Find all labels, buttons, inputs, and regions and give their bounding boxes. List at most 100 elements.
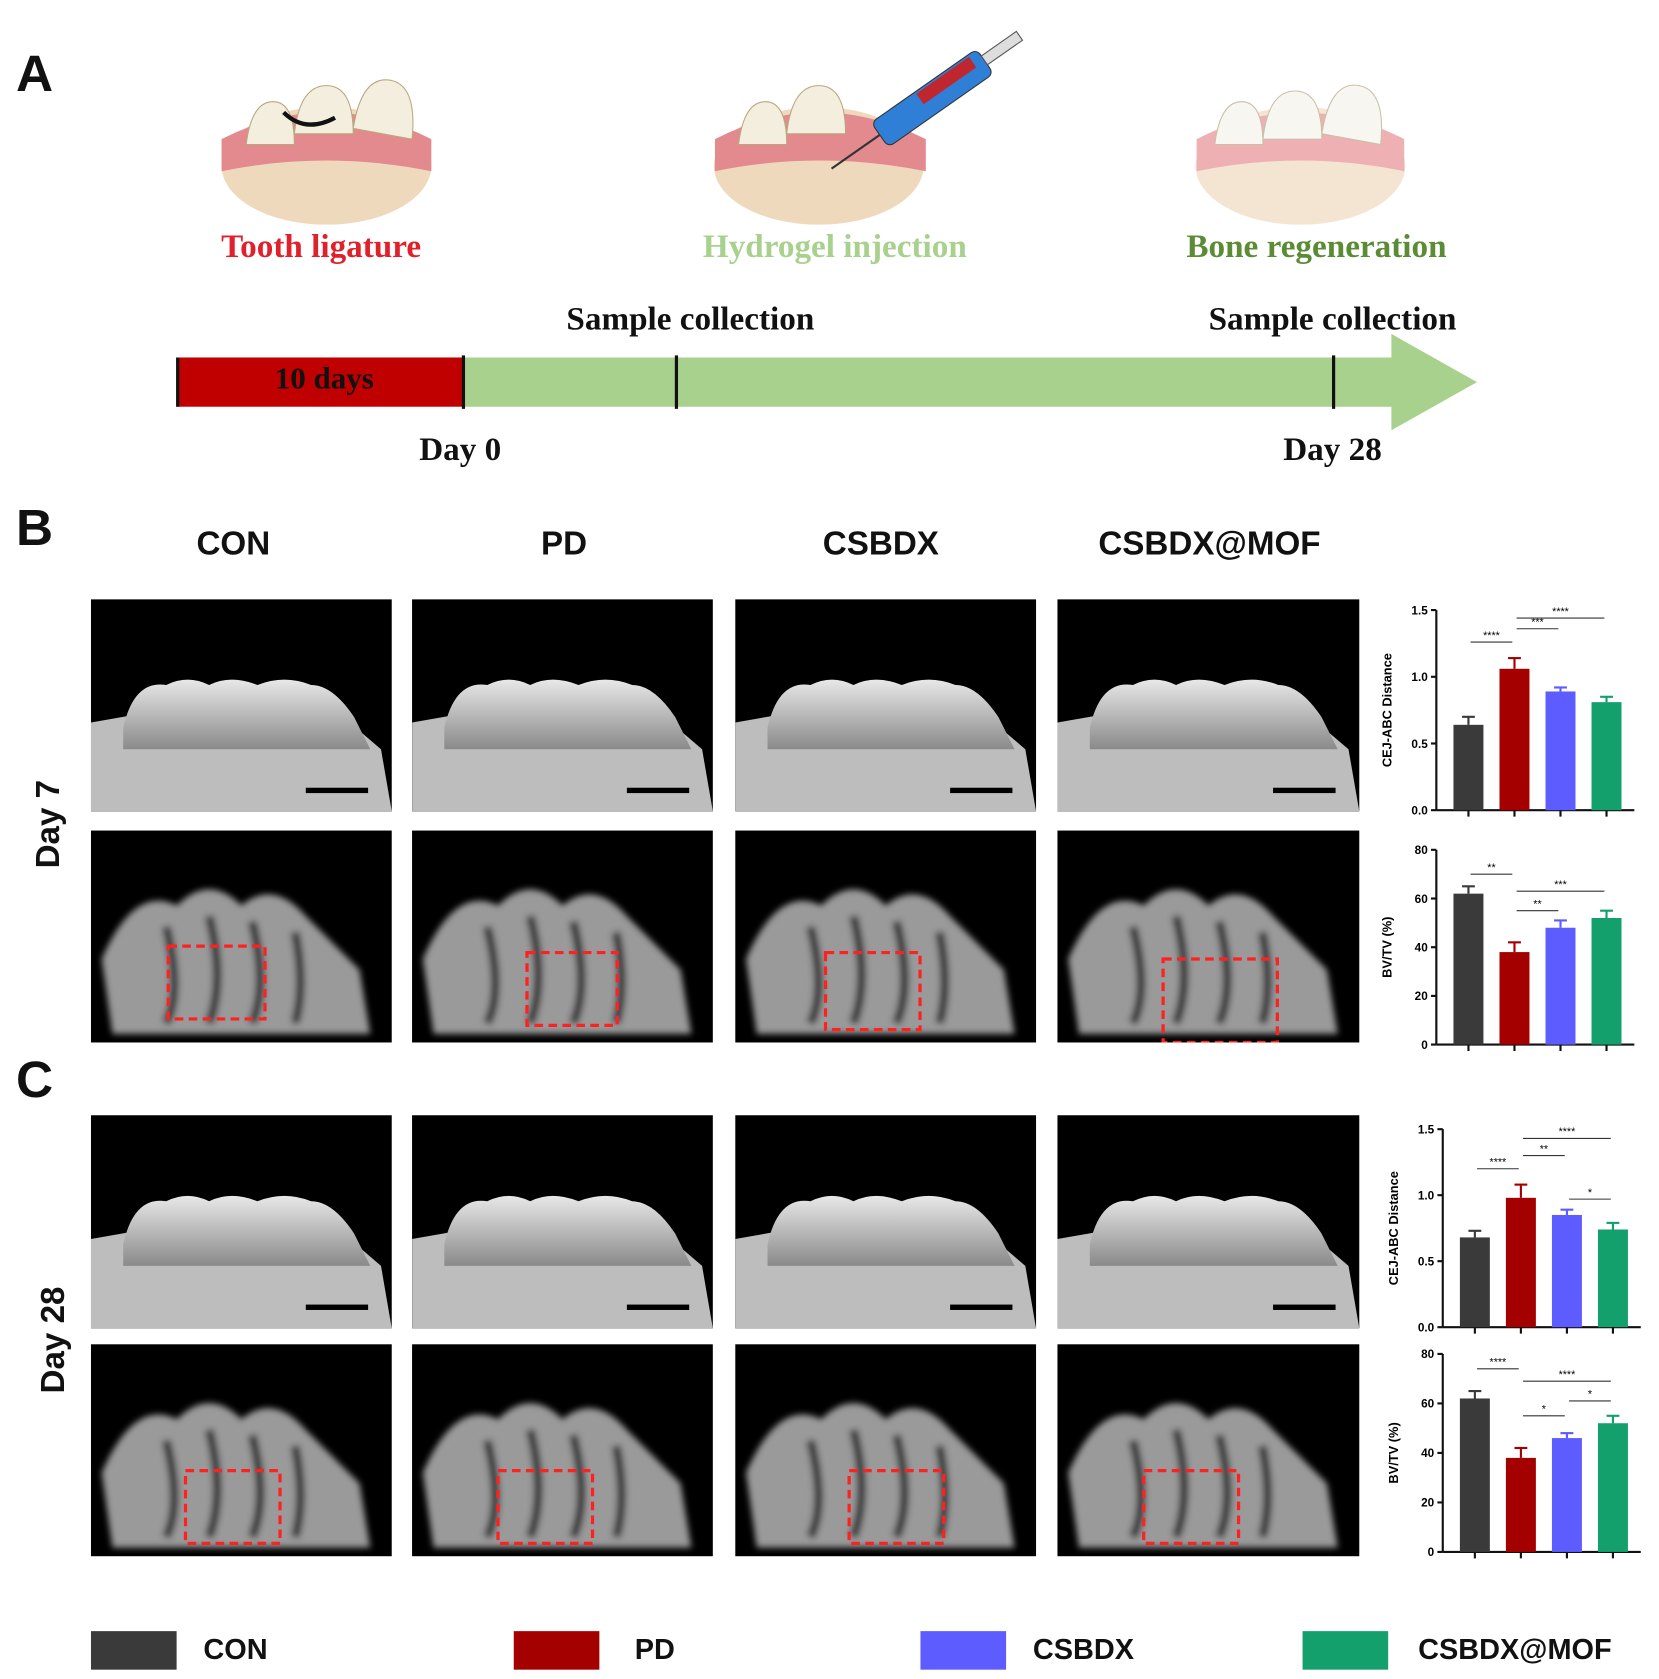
tooth-ligature-illustration [221, 79, 432, 225]
y-tick-label: 1.5 [1411, 604, 1428, 617]
y-tick-label: 60 [1421, 1398, 1435, 1411]
micro-ct-3d-day7-csbdx [735, 599, 1037, 812]
y-tick-label: 40 [1421, 1447, 1435, 1460]
legend-swatch-csbdx-mof [1302, 1631, 1389, 1670]
micro-ct-2d-day28-con [90, 1344, 392, 1557]
day0-label: Day 0 [419, 430, 502, 468]
legend-swatch-csbdx [920, 1631, 1007, 1670]
significance-label: * [1588, 1187, 1592, 1199]
treatment-period-arrow [463, 333, 1478, 431]
scale-bar [305, 1304, 369, 1310]
bar-con [1453, 893, 1484, 1045]
significance-label: **** [1483, 630, 1500, 642]
significance-label: ** [1487, 862, 1495, 874]
column-header-csbdx-mof: CSBDX@MOF [1098, 524, 1321, 562]
bar-con [1459, 1398, 1490, 1552]
y-tick-label: 20 [1415, 990, 1429, 1003]
bone-regeneration-illustration [1195, 84, 1406, 225]
y-tick-label: 0 [1421, 1039, 1428, 1052]
region-of-interest-box [183, 1468, 282, 1545]
y-tick-label: 1.0 [1418, 1189, 1435, 1202]
bar-pd [1505, 1457, 1536, 1552]
bar-con [1459, 1237, 1490, 1328]
significance-label: *** [1531, 617, 1543, 629]
y-tick-label: 80 [1421, 1348, 1435, 1361]
scale-bar [950, 1304, 1013, 1310]
sample-collection-label-2: Sample collection [1208, 299, 1457, 338]
significance-label: * [1542, 1404, 1546, 1416]
significance-label: **** [1559, 1369, 1576, 1381]
region-of-interest-box [525, 950, 619, 1027]
step-label-bone-regeneration: Bone regeneration [1186, 226, 1447, 265]
step-label-hydrogel-injection: Hydrogel injection [702, 226, 967, 265]
y-axis-label: CEJ-ABC Distance [1386, 1171, 1401, 1285]
bar-csbdx [1545, 927, 1576, 1045]
y-tick-label: 40 [1415, 941, 1429, 954]
row-label-day28: Day 28 [34, 1286, 72, 1394]
bar-pd [1505, 1197, 1536, 1328]
ligature-period-bar [176, 357, 464, 407]
micro-ct-3d-day28-csbdx-mof [1057, 1115, 1360, 1329]
bar-csbdx-mof [1591, 917, 1622, 1045]
panel-label-b: B [16, 499, 54, 557]
y-tick-label: 80 [1415, 844, 1429, 857]
syringe-icon [830, 30, 1024, 170]
bar-csbdx-mof [1597, 1229, 1628, 1328]
scale-bar [305, 787, 369, 794]
bar-csbdx-mof [1597, 1423, 1628, 1552]
bar-csbdx [1545, 691, 1576, 811]
y-tick-label: 60 [1415, 893, 1429, 906]
column-header-pd: PD [540, 524, 588, 562]
legend-swatch-pd [513, 1631, 600, 1670]
micro-ct-3d-day28-csbdx [735, 1115, 1037, 1329]
micro-ct-2d-day7-csbdx-mof [1057, 830, 1360, 1043]
significance-label: *** [1554, 879, 1566, 891]
timeline-arrow [176, 333, 1478, 431]
significance-label: ** [1533, 898, 1541, 910]
legend-label-csbdx: CSBDX [1032, 1633, 1134, 1666]
micro-ct-2d-day28-csbdx [735, 1344, 1037, 1557]
y-tick-label: 1.5 [1418, 1123, 1435, 1136]
day28-label: Day 28 [1283, 430, 1382, 468]
bar-csbdx [1551, 1214, 1582, 1328]
legend-label-con: CON [203, 1633, 268, 1666]
scale-bar [626, 1304, 690, 1310]
row-label-day7: Day 7 [28, 779, 67, 869]
column-header-csbdx: CSBDX [822, 524, 939, 562]
legend-label-csbdx-mof: CSBDX@MOF [1418, 1633, 1612, 1666]
legend-label-pd: PD [634, 1633, 675, 1666]
bar-csbdx [1551, 1438, 1582, 1552]
region-of-interest-box [823, 950, 922, 1032]
y-tick-label: 0 [1428, 1546, 1435, 1559]
micro-ct-3d-day7-con [90, 599, 392, 812]
bar-csbdx-mof [1591, 702, 1622, 811]
y-tick-label: 20 [1421, 1497, 1435, 1510]
hydrogel-injection-illustration [713, 30, 1024, 225]
micro-ct-3d-day28-con [90, 1115, 392, 1329]
scale-bar [1273, 787, 1336, 794]
significance-label: **** [1552, 606, 1569, 618]
scale-bar [626, 787, 690, 794]
y-axis-label: BV/TV (%) [1386, 1422, 1401, 1483]
y-tick-label: 1.0 [1411, 671, 1428, 684]
scale-bar [950, 787, 1013, 794]
region-of-interest-box [496, 1468, 595, 1545]
bar-con [1453, 724, 1484, 811]
y-axis-label: BV/TV (%) [1379, 917, 1394, 978]
micro-ct-2d-day28-csbdx-mof [1057, 1344, 1360, 1557]
significance-label: ** [1540, 1143, 1548, 1155]
scale-bar [1273, 1304, 1336, 1310]
significance-label: **** [1490, 1357, 1507, 1369]
micro-ct-2d-day7-csbdx [735, 830, 1037, 1043]
region-of-interest-box [1161, 957, 1279, 1043]
panel-label-a: A [16, 46, 54, 103]
step-label-tooth-ligature: Tooth ligature [221, 226, 422, 265]
micro-ct-3d-day7-pd [412, 599, 713, 812]
significance-label: **** [1490, 1157, 1507, 1169]
y-tick-label: 0.5 [1418, 1255, 1435, 1268]
legend-swatch-con [90, 1631, 177, 1670]
